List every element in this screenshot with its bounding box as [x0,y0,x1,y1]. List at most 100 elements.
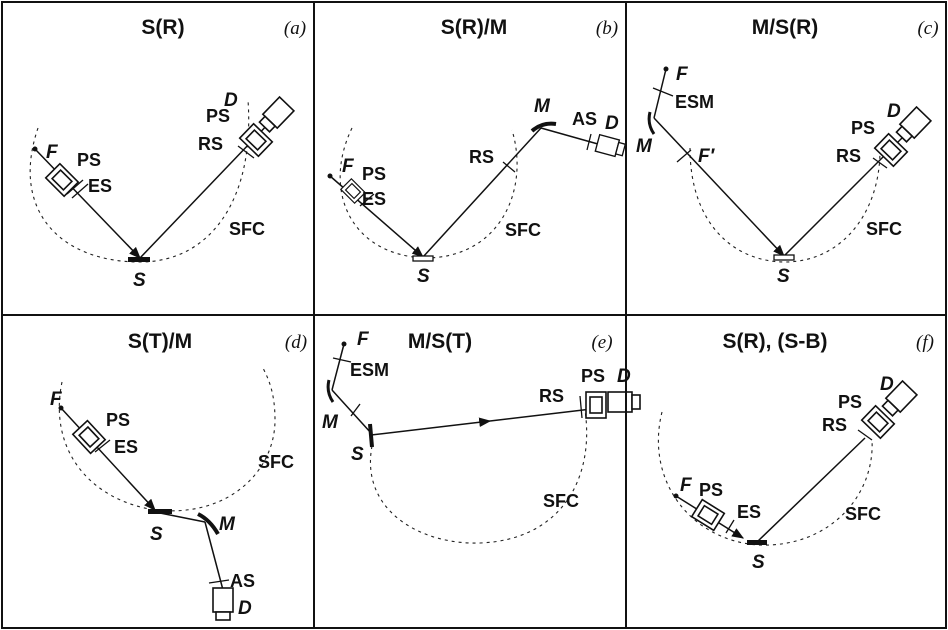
panel-d-detector [212,587,234,621]
panel-c-label-sfc: SFC [866,219,902,239]
panel-a-label-s: S [133,270,146,291]
panel-b: S(R)/M (b) F PS ES S RS SFC M AS D [313,1,627,316]
panel-c-incident-beam [653,117,785,257]
panel-c-label-s: S [777,266,790,287]
panel-a-ps-slit [44,162,80,198]
panel-b-label-f: F [342,156,355,177]
panel-b-mirror [530,121,557,133]
panel-a-label-ps2: PS [206,106,230,126]
panel-a: S(R) (a) F PS ES S SFC RS PS D [1,1,315,316]
panel-e: M/S(T) (e) F ESM M S RS PS D SFC [313,314,641,629]
panel-b-title: S(R)/M [441,16,508,39]
panel-f-label-sfc: SFC [845,504,881,524]
panel-e-slit [350,403,361,417]
panel-f-es-slit [725,519,735,534]
panel-e-label-rs: RS [539,386,564,406]
panel-b-label-ps: PS [362,164,386,184]
panel-b-sample [412,255,434,262]
panel-f-title: S(R), (S-B) [723,330,828,353]
panel-b-rs-slit [502,161,516,173]
panel-b-tag: (b) [596,18,618,39]
panel-b-label-sfc: SFC [505,220,541,240]
panel-d-label-es: ES [114,437,138,457]
panel-b-label-s: S [417,266,430,287]
panel-e-label-f: F [357,329,370,350]
panel-b-mirror-beam [540,127,606,147]
panel-d-label-sfc: SFC [258,452,294,472]
panel-e-label-sfc: SFC [543,491,579,511]
panel-c-sfc-circle [689,147,881,263]
panel-a-label-f: F [46,142,59,163]
panel-c-label-d: D [887,101,901,122]
panel-a-rs-slit [237,145,255,159]
panel-c-label-rs: RS [836,146,861,166]
panel-d-tag: (d) [285,332,307,353]
panel-b-reflected-beam [422,127,542,258]
panel-f-label-d: D [880,374,894,395]
panel-d-mirror [197,512,220,536]
panel-b-label-m: M [534,96,551,117]
panel-e-esm-slit [332,357,352,363]
panel-f: S(R), (S-B) (f) F PS ES S SFC RS PS D [625,314,947,629]
panel-f-reflected-beam [756,437,866,543]
panel-a-incident-beam [34,148,141,259]
panel-f-label-s: S [752,552,765,573]
panel-c-label-ps: PS [851,118,875,138]
panel-d-sfc-circle [58,367,276,512]
panel-e-label-ps: PS [581,366,605,386]
panel-d-incident-beam [60,407,156,511]
panel-d-mirror-beam [204,521,224,591]
panel-d-label-d: D [238,598,252,619]
panel-c-label-esm: ESM [675,92,714,112]
panel-d-label-as: AS [230,571,255,591]
panel-d-title: S(T)/M [128,330,192,353]
panel-e-beam-to-mirror [331,343,345,391]
panel-c-sample [773,254,795,261]
panel-d-label-m: M [219,514,236,535]
panel-e-sample [368,423,374,448]
panel-a-tag: (a) [284,18,306,39]
panel-b-detector [594,134,627,159]
panel-c-title: M/S(R) [752,16,819,39]
panel-a-label-d: D [224,90,238,111]
panel-b-label-es: ES [362,189,386,209]
panel-e-rs-slit [579,395,583,419]
panel-e-label-s: S [351,444,364,465]
panel-d-es-slit [94,439,111,453]
panel-c-label-m: M [636,136,653,157]
panel-c-label-f-prime: F′ [698,146,716,167]
panel-a-label-rs: RS [198,134,223,154]
panel-d: S(T)/M (d) F PS ES SFC S M AS D [1,314,315,629]
panel-d-label-s: S [150,524,163,545]
panel-f-rs-slit [857,429,873,441]
panel-a-title: S(R) [141,16,184,39]
panel-e-mirror [326,379,335,403]
panel-c-esm-slit [652,87,674,97]
panel-e-ps-slit [585,391,607,419]
panel-c-f-prime-slit [676,149,692,163]
panel-a-label-sfc: SFC [229,219,265,239]
panel-b-label-as: AS [572,109,597,129]
panel-e-label-esm: ESM [350,360,389,380]
panel-d-label-ps: PS [106,410,130,430]
panel-c-beam-to-mirror [653,68,667,119]
panel-f-tag: (f) [916,332,934,353]
panel-f-sample [747,540,767,545]
panel-f-label-rs: RS [822,415,847,435]
panel-f-label-ps2: PS [838,392,862,412]
panel-a-label-ps: PS [77,150,101,170]
panel-e-title: M/S(T) [408,330,472,353]
panel-f-border [625,314,947,629]
panel-f-label-f: F [680,475,693,496]
panel-b-label-rs: RS [469,147,494,167]
panel-d-as-slit [208,579,230,584]
panel-b-as-slit [586,133,592,151]
panel-e-tag: (e) [591,332,612,353]
panel-a-detector [256,96,295,135]
panel-e-label-d: D [617,366,631,387]
panel-f-ps-slit [690,498,726,532]
panel-a-es-slit [66,179,84,195]
panel-e-detector [607,391,641,413]
panel-c-rs-slit [872,157,888,169]
